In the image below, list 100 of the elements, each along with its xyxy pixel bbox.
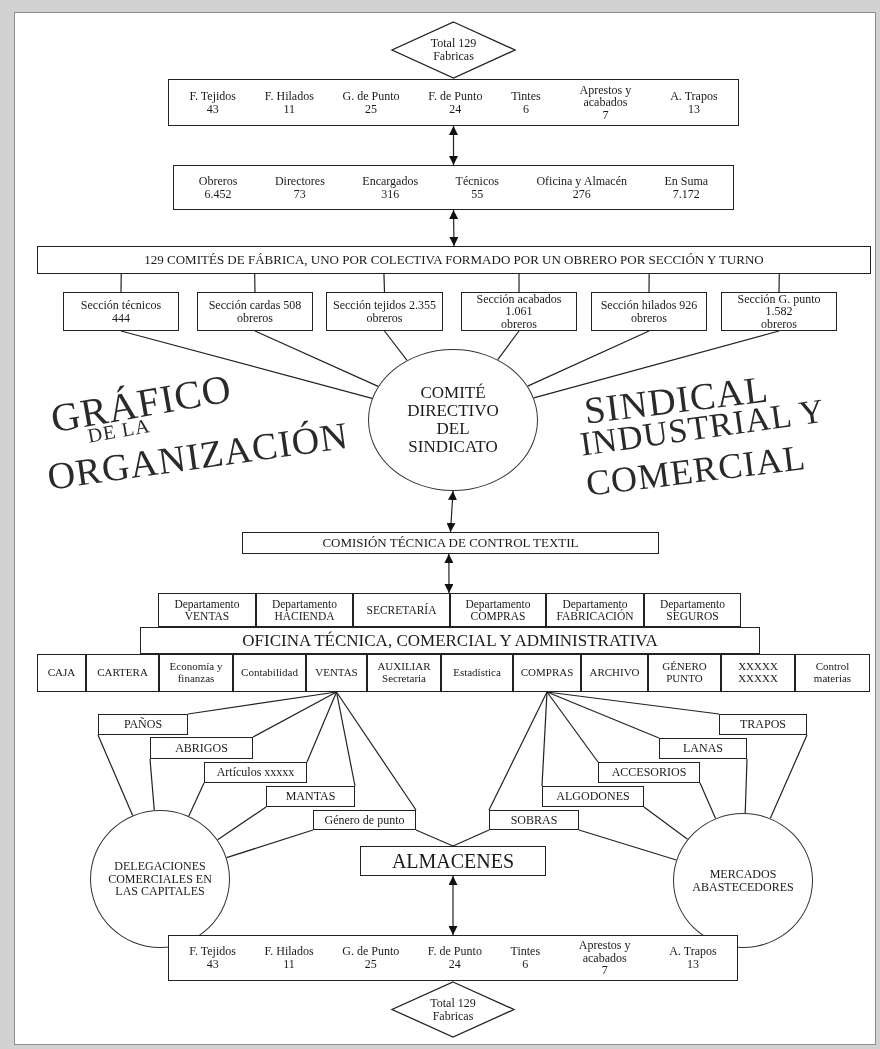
node-label: Sección acabados 1.061 obreros xyxy=(475,292,563,331)
node-label: LANAS xyxy=(683,742,723,755)
connector-line xyxy=(254,273,256,293)
node-label: MANTAS xyxy=(285,790,336,803)
node-label: Total 129 Fabricas xyxy=(429,37,478,63)
connector-line xyxy=(120,273,122,293)
figure-label: F. Tejidos 43 xyxy=(189,945,236,971)
node-label: PAÑOS xyxy=(123,718,163,731)
connector-line xyxy=(452,829,490,847)
process-box xyxy=(140,627,760,654)
process-box xyxy=(461,292,577,331)
process-box xyxy=(313,810,416,830)
figure-label: A. Trapos 13 xyxy=(670,89,718,116)
process-box xyxy=(233,654,306,692)
process-box xyxy=(591,292,707,331)
process-box xyxy=(159,654,233,692)
node-label: Sección G. punto 1.582 obreros xyxy=(736,292,822,331)
process-box xyxy=(326,292,443,331)
arrow xyxy=(446,490,457,533)
node-label: Total 129 Fabricas xyxy=(429,996,477,1023)
process-box xyxy=(63,292,179,331)
process-box xyxy=(37,654,86,692)
node-label: Departamento HACIENDA xyxy=(270,597,339,623)
connector-line xyxy=(778,273,780,293)
figure-label: Técnicos 55 xyxy=(455,174,499,201)
figure-label: F. Hilados 11 xyxy=(264,89,314,116)
node-label: Estadística xyxy=(453,667,501,679)
connector-line xyxy=(699,782,717,819)
node-label: SECRETARÍA xyxy=(366,603,437,617)
process-box xyxy=(450,593,546,627)
figure-label: Obreros 6.452 xyxy=(198,174,238,201)
process-box xyxy=(37,246,871,274)
figure-label: Aprestos y acabados 7 xyxy=(577,939,632,977)
process-box xyxy=(150,737,253,759)
node-label: Sección tejidos 2.355 obreros xyxy=(333,298,436,325)
figure-label: Directores 73 xyxy=(274,174,325,201)
node-label: ABRIGOS xyxy=(175,741,228,755)
process-box xyxy=(542,786,644,807)
connector-line xyxy=(497,330,520,361)
figure-label: Tintes 6 xyxy=(510,945,541,971)
node-label: ARCHIVO xyxy=(589,667,640,679)
connector-line xyxy=(120,330,373,399)
process-box xyxy=(360,846,546,876)
connector-line xyxy=(383,273,386,293)
process-box xyxy=(795,654,870,692)
arrow xyxy=(448,875,458,936)
process-box xyxy=(158,593,256,627)
process-box xyxy=(367,654,441,692)
node-label: Artículos xxxxx xyxy=(216,766,295,779)
process-box xyxy=(353,593,450,627)
connector-line xyxy=(518,273,520,293)
node-label: SOBRAS xyxy=(510,813,558,827)
process-box xyxy=(441,654,513,692)
node-label: 129 COMITÉS DE FÁBRICA, UNO POR COLECTIVA FORMADO POR UN OBRERO POR SECCIÓN Y TURNO xyxy=(144,253,764,267)
connector-line xyxy=(149,758,155,811)
figure-label: Oficina y Almacén 276 xyxy=(536,174,628,201)
node-label: Sección técnicos 444 xyxy=(80,298,162,325)
connector-line xyxy=(415,829,454,847)
node-label: ALMACENES xyxy=(391,850,515,872)
process-box xyxy=(644,593,741,627)
node-label: DELEGACIONES COMERCIALES EN LAS CAPITALES xyxy=(107,860,213,898)
figure-label: G. de Punto 25 xyxy=(342,945,400,971)
connector-line xyxy=(527,330,650,387)
figure-label: Tintes 6 xyxy=(511,89,541,116)
node-label: ALGODONES xyxy=(556,790,630,803)
node-label: OFICINA TÉCNICA, COMERCIAL Y ADMINISTRATIVA xyxy=(242,631,658,650)
connector-line xyxy=(252,691,338,738)
connector-line xyxy=(225,829,314,859)
process-box xyxy=(256,593,353,627)
process-box xyxy=(719,714,807,735)
connector-line xyxy=(254,330,379,387)
node-label: XXXXX XXXXX xyxy=(737,661,779,685)
process-box xyxy=(648,654,721,692)
node-label: Departamento FABRICACIÓN xyxy=(555,597,635,623)
connector-line xyxy=(533,330,780,399)
arrow xyxy=(449,125,458,166)
connector-line xyxy=(335,691,417,811)
process-box xyxy=(266,786,355,807)
connector-line xyxy=(546,691,599,763)
node-label: Departamento COMPRAS xyxy=(464,597,532,623)
process-box xyxy=(242,532,659,554)
node-label: Género de punto xyxy=(324,813,405,827)
figure-label: F. de Punto 24 xyxy=(428,89,483,116)
process-box xyxy=(306,654,367,692)
process-box xyxy=(489,810,579,830)
connector-line xyxy=(578,829,677,861)
node-label: GÉNERO PUNTO xyxy=(661,661,708,685)
connector-line xyxy=(488,691,548,811)
process-box xyxy=(581,654,648,692)
node-label: VENTAS xyxy=(315,667,358,679)
node-label: Control materias xyxy=(812,661,853,685)
figure-label: Encargados 316 xyxy=(362,174,419,201)
node-label: MERCADOS ABASTECEDORES xyxy=(691,867,795,894)
node-label: Economía y finanzas xyxy=(168,661,224,685)
process-box xyxy=(513,654,581,692)
node-label: AUXILIAR Secretaria xyxy=(376,661,432,685)
connector-line xyxy=(188,782,205,817)
node-label: COMPRAS xyxy=(520,667,574,679)
arrow xyxy=(444,553,454,594)
connector-line xyxy=(97,734,134,817)
